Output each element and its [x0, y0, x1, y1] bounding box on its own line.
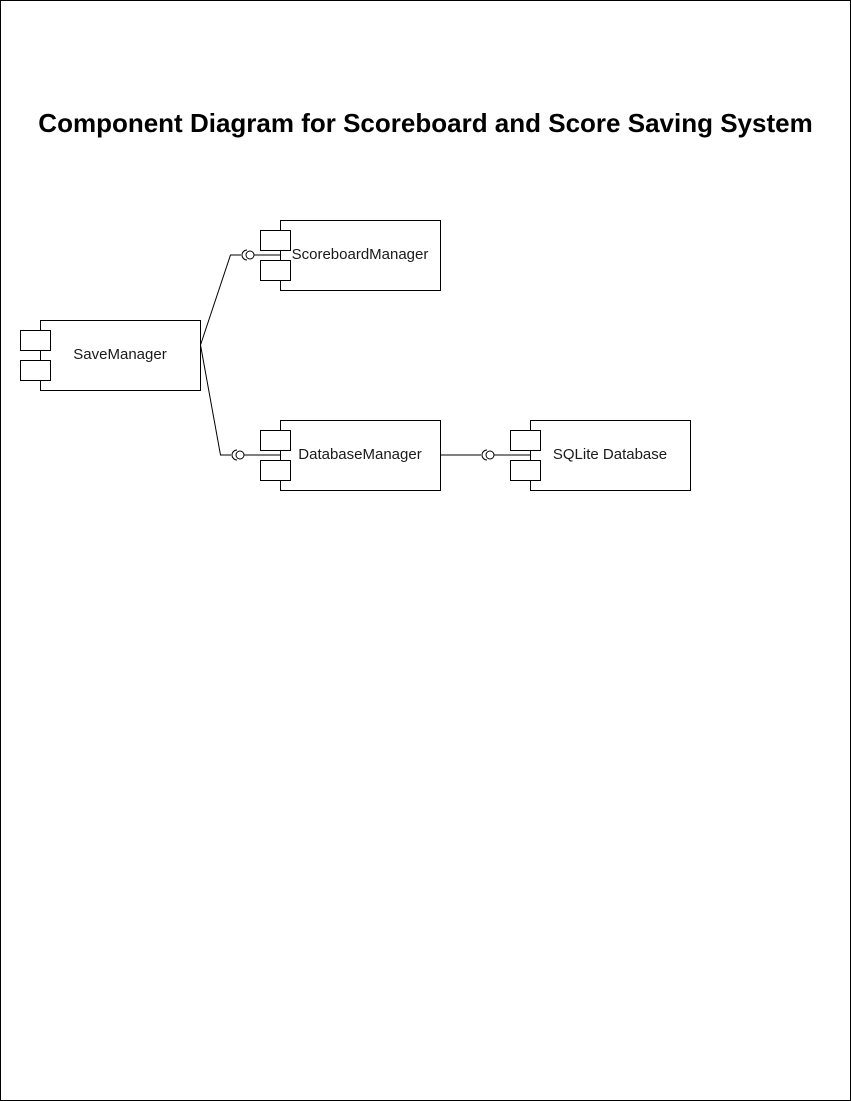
component-port-icon — [20, 330, 51, 351]
component-port-icon — [260, 230, 291, 251]
connector-save-to-scoreboard — [200, 249, 281, 346]
connector-database-to-sqlite — [440, 449, 531, 461]
component-body — [280, 220, 441, 291]
provided-interface-lollipop — [235, 450, 245, 460]
connector-save-to-database — [200, 344, 281, 461]
component-port-icon — [510, 430, 541, 451]
component-port-icon — [260, 260, 291, 281]
component-body — [40, 320, 201, 391]
component-port-icon — [20, 360, 51, 381]
component-label: SQLite Database — [553, 446, 667, 463]
required-interface-socket — [241, 249, 248, 261]
component-scoreboard-manager[interactable]: ScoreboardManager — [260, 220, 441, 291]
provided-interface-lollipop — [485, 450, 495, 460]
component-body — [280, 420, 441, 491]
component-save-manager[interactable]: SaveManager — [20, 320, 201, 391]
component-label: SaveManager — [73, 346, 166, 363]
component-database-manager[interactable]: DatabaseManager — [260, 420, 441, 491]
component-body — [530, 420, 691, 491]
component-port-icon — [260, 460, 291, 481]
required-interface-socket — [481, 449, 488, 461]
component-sqlite-database[interactable]: SQLite Database — [510, 420, 691, 491]
required-interface-socket — [231, 449, 238, 461]
component-port-icon — [510, 460, 541, 481]
component-port-icon — [260, 430, 291, 451]
component-label: DatabaseManager — [298, 446, 421, 463]
diagram-title: Component Diagram for Scoreboard and Sco… — [38, 108, 813, 138]
provided-interface-lollipop — [245, 250, 255, 260]
component-label: ScoreboardManager — [292, 246, 429, 263]
